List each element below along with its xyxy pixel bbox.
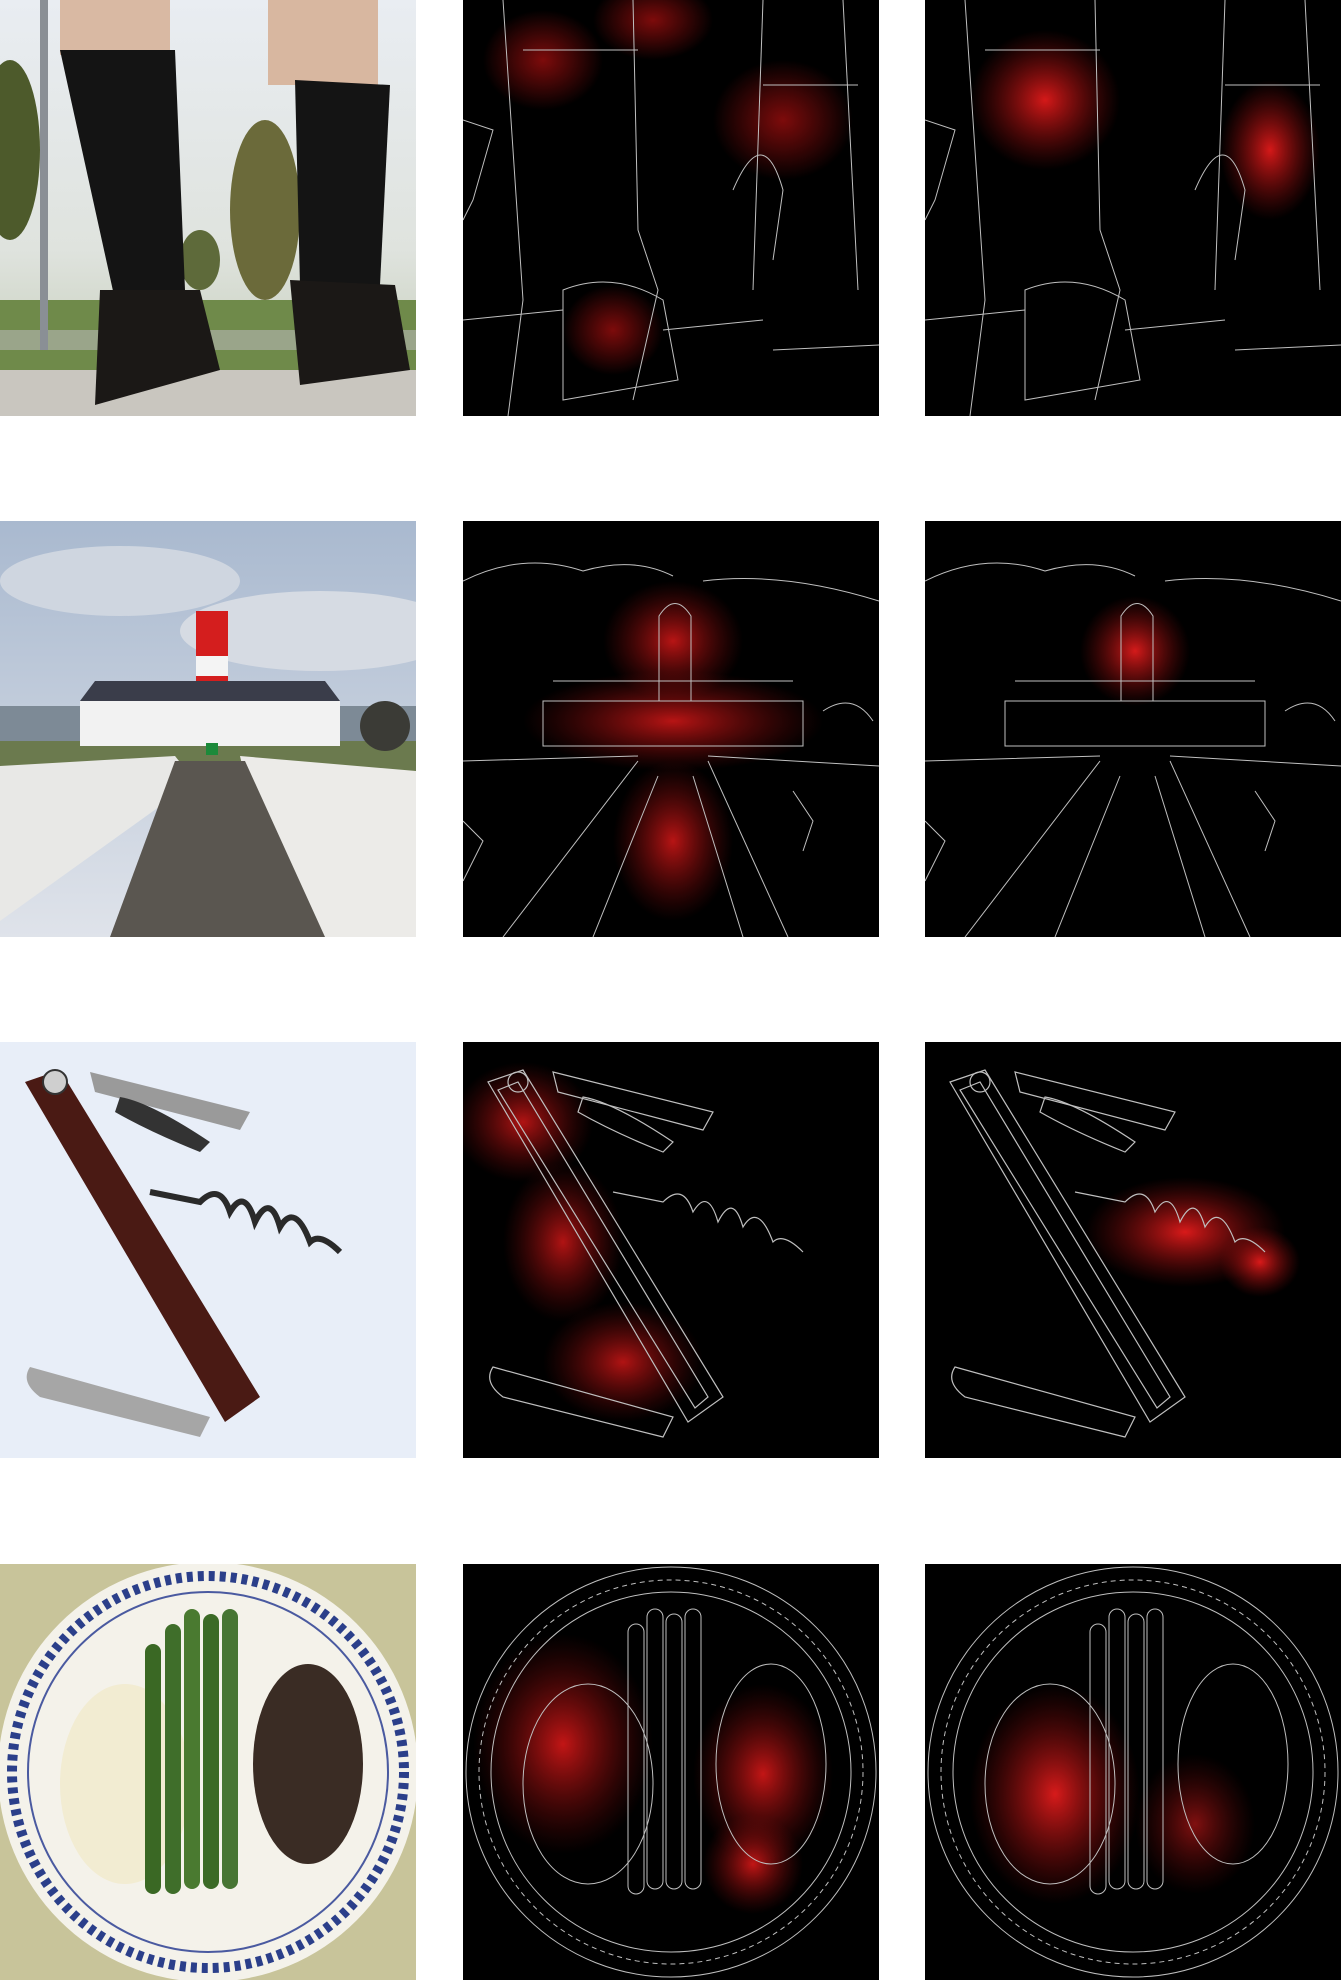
row1-heatmap-b (925, 0, 1341, 416)
row4-heatmap-b (925, 1564, 1341, 1980)
row4-heatmap-a (463, 1564, 879, 1980)
row3-heatmap-a (463, 1042, 879, 1458)
row2-heatmap-a (463, 521, 879, 937)
row3-photo-corkscrew (0, 1042, 416, 1458)
row2-photo-lighthouse (0, 521, 416, 937)
row2-heatmap-b (925, 521, 1341, 937)
row1-heatmap-a (463, 0, 879, 416)
row3-heatmap-b (925, 1042, 1341, 1458)
row1-photo-legs (0, 0, 416, 416)
row4-photo-plate (0, 1564, 416, 1980)
